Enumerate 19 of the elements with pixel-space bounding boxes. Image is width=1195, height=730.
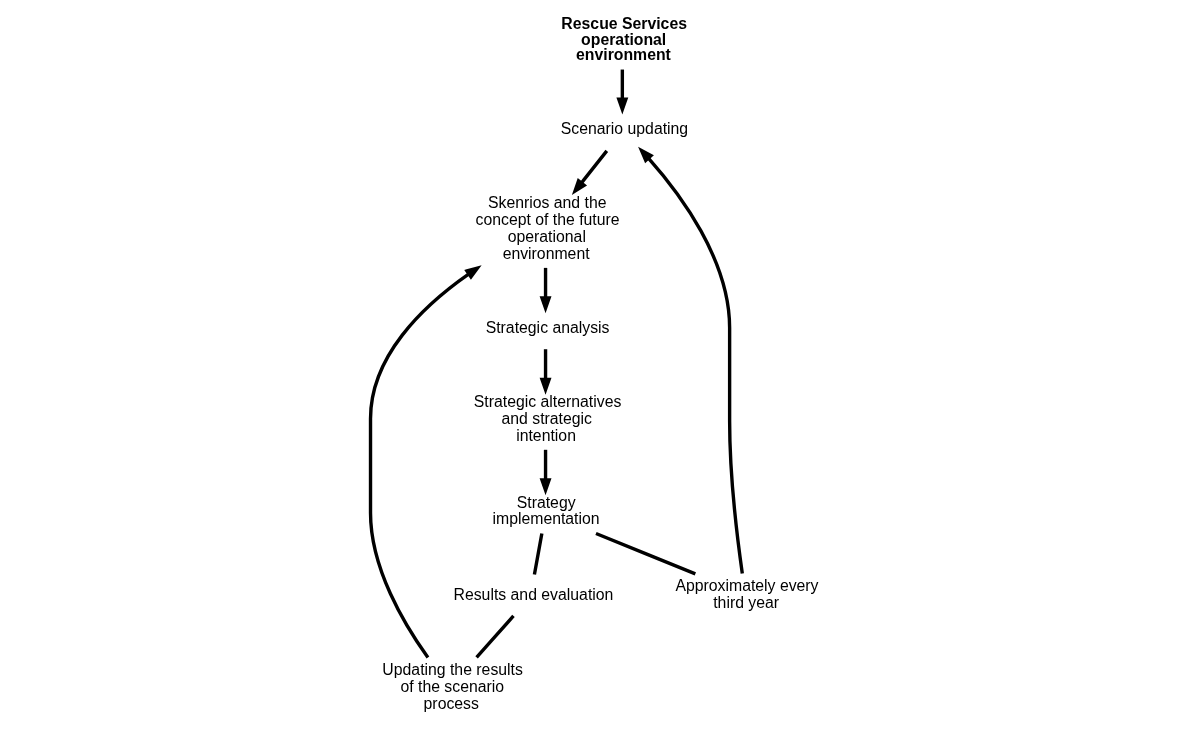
arrow bbox=[638, 146, 744, 574]
node-text: Results and evaluation bbox=[453, 585, 614, 603]
node-text: Strategic analysis bbox=[485, 319, 610, 337]
connector bbox=[595, 531, 696, 576]
arrow bbox=[539, 349, 552, 395]
node-text: Scenario updating bbox=[560, 120, 689, 138]
node-text: Skenrios and the concept of the future operational environment bbox=[475, 194, 620, 263]
node-text: Updating the results of the scenario process bbox=[382, 660, 523, 712]
connector bbox=[532, 533, 544, 575]
arrow bbox=[539, 267, 552, 314]
node-text: Strategy implementation bbox=[492, 493, 600, 528]
node-text: Rescue Services operational environment bbox=[561, 14, 687, 64]
arrow bbox=[616, 69, 629, 115]
connector bbox=[475, 614, 515, 659]
arrow bbox=[368, 265, 482, 659]
node-text: Approximately every third year bbox=[675, 577, 819, 612]
arrow bbox=[571, 149, 609, 196]
arrow bbox=[539, 449, 552, 496]
node-text: Strategic alternatives and strategic intention bbox=[473, 393, 622, 444]
